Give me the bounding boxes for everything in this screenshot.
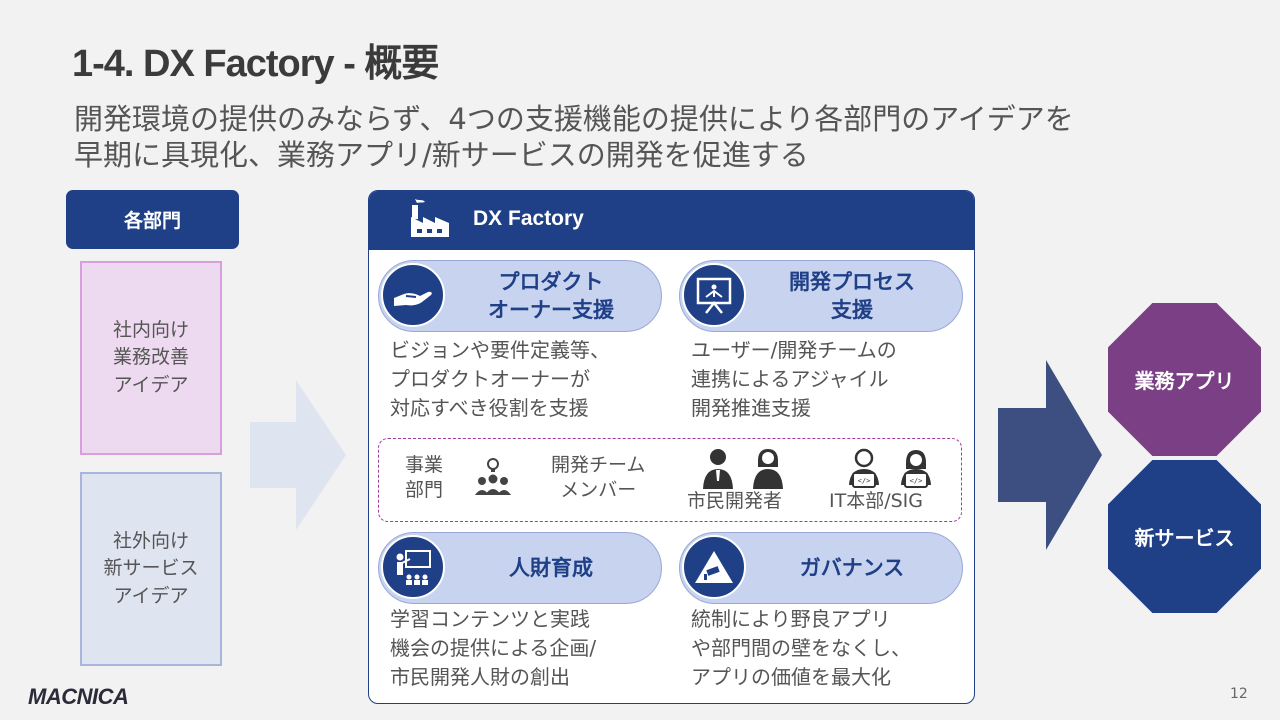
subtitle-line-1: 開発環境の提供のみならず、4つの支援機能の提供により各部門のアイデアを — [74, 102, 1074, 136]
macnica-logo: MACNICA — [28, 684, 129, 709]
dx-factory-header: DX Factory — [369, 191, 974, 250]
product-owner-support-label: プロダクト オーナー支援 — [488, 269, 614, 322]
governance-desc: 統制により野良アプリ や部門間の壁をなくし、 アプリの価値を最大化 — [691, 607, 911, 689]
talent-development-pill: 人財育成 — [378, 532, 662, 604]
external-idea-box: 社外向け 新サービス アイデア — [80, 472, 222, 666]
dev-process-support-label: 開発プロセス 支援 — [789, 269, 915, 322]
output-new-service: 新サービス — [1108, 460, 1261, 613]
product-owner-support-desc: ビジョンや要件定義等、 プロダクトオーナーが 対応すべき役割を支援 — [390, 338, 610, 420]
talent-development-label: 人財育成 — [509, 555, 593, 580]
output-new-service-label: 新サービス — [1134, 526, 1235, 550]
dx-factory-title: DX Factory — [473, 207, 584, 230]
hand-support-icon — [381, 263, 445, 327]
businesswoman-icon — [753, 449, 783, 489]
teacher-class-icon — [381, 535, 445, 599]
subtitle-line-2: 早期に具現化、業務アプリ/新サービスの開発を促進する — [74, 138, 809, 172]
team-members-box: 事業 部門 開発チーム メンバー 市民開発者 </> </> IT本部/SIG — [378, 438, 962, 522]
idea-team-icon — [475, 458, 511, 495]
output-business-app-label: 業務アプリ — [1134, 369, 1235, 393]
dev-process-support-desc: ユーザー/開発チームの 連携によるアジャイル 開発推進支援 — [691, 338, 897, 420]
dev-process-support-pill: 開発プロセス 支援 — [679, 260, 963, 332]
internal-idea-label: 社内向け 業務改善 アイデア — [112, 318, 189, 396]
developer-female-icon: </> — [901, 450, 931, 488]
product-owner-support-pill: プロダクト オーナー支援 — [378, 260, 662, 332]
page-number: 12 — [1230, 686, 1248, 702]
governance-pill: ガバナンス — [679, 532, 963, 604]
departments-header: 各部門 — [66, 190, 239, 249]
flow-arrow-right — [998, 360, 1102, 550]
surveillance-camera-icon — [682, 535, 746, 599]
it-dept-label: IT本部/SIG — [829, 490, 923, 512]
presentation-board-icon — [682, 263, 746, 327]
talent-development-desc: 学習コンテンツと実践 機会の提供による企画/ 市民開発人財の創出 — [390, 607, 597, 689]
businessman-icon — [703, 449, 733, 489]
external-idea-label: 社外向け 新サービス アイデア — [103, 529, 199, 607]
internal-idea-box: 社内向け 業務改善 アイデア — [80, 261, 222, 455]
governance-label: ガバナンス — [799, 555, 905, 580]
developer-male-icon: </> — [849, 448, 879, 488]
business-dept-label: 事業 部門 — [405, 454, 444, 501]
svg-text:</>: </> — [910, 477, 923, 485]
flow-arrow-left — [250, 380, 346, 530]
output-business-app: 業務アプリ — [1108, 303, 1261, 456]
svg-text:</>: </> — [858, 477, 871, 485]
page-title: 1-4. DX Factory - 概要 — [72, 43, 439, 85]
dev-team-label: 開発チーム メンバー — [551, 454, 646, 501]
citizen-dev-label: 市民開発者 — [687, 490, 783, 512]
factory-icon — [411, 199, 449, 237]
